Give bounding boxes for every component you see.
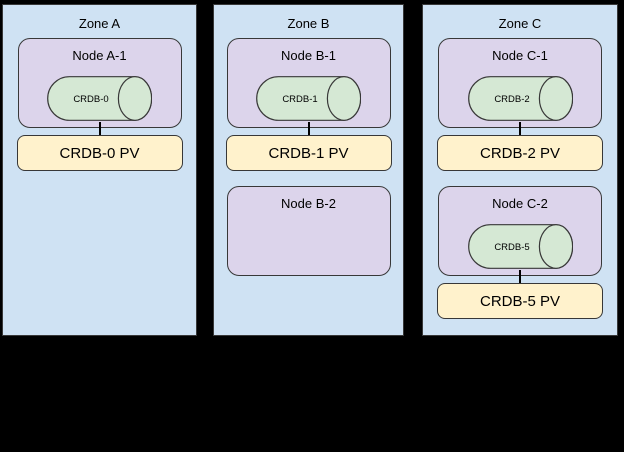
pv-label: CRDB-1 PV [268, 144, 349, 162]
connector-line [307, 122, 310, 135]
node-b-2: Node B-2 [226, 186, 391, 276]
node-b-1: Node B-1 CRDB-1 [226, 38, 391, 128]
node-a-1: Node A-1 CRDB-0 [17, 38, 182, 128]
zone-b: Zone B Node B-1 CRDB-1 CRDB-1 PV Node B-… [213, 4, 404, 336]
crdb-0-pv: CRDB-0 PV [16, 135, 183, 171]
connector-line [519, 122, 521, 135]
pv-label: CRDB-2 PV [479, 144, 561, 162]
node-label: Node B-1 [281, 48, 336, 63]
crdb-1-cylinder-icon: CRDB-1 [256, 76, 361, 121]
cylinder-label: CRDB-1 [282, 94, 317, 105]
node-c-2: Node C-2 CRDB-5 [438, 186, 602, 276]
cylinder-label: CRDB-5 [494, 242, 529, 253]
zone-label: Zone A [78, 16, 121, 31]
node-label: Node B-2 [281, 196, 336, 211]
connector-line [519, 270, 521, 283]
cylinder-label: CRDB-2 [494, 94, 529, 105]
zone-a: Zone A Node A-1 CRDB-0 CRDB-0 PV [2, 4, 197, 336]
crdb-0-cylinder-icon: CRDB-0 [47, 76, 152, 121]
crdb-1-pv: CRDB-1 PV [225, 135, 392, 171]
node-label: Node A-1 [72, 48, 127, 63]
connector-line [98, 122, 101, 135]
zone-label: Zone B [287, 16, 330, 31]
cylinder-label: CRDB-0 [73, 94, 108, 105]
node-label: Node C-2 [492, 196, 548, 211]
crdb-5-pv: CRDB-5 PV [437, 283, 603, 319]
pv-label: CRDB-0 PV [59, 144, 140, 162]
crdb-2-pv: CRDB-2 PV [437, 135, 603, 171]
zone-c: Zone C Node C-1 CRDB-2 CRDB-2 PV Node C-… [422, 4, 618, 336]
node-c-1: Node C-1 CRDB-2 [438, 38, 602, 128]
crdb-5-cylinder-icon: CRDB-5 [467, 224, 573, 269]
pv-label: CRDB-5 PV [479, 292, 561, 310]
node-label: Node C-1 [492, 48, 548, 63]
zone-label: Zone C [498, 16, 542, 31]
crdb-2-cylinder-icon: CRDB-2 [467, 76, 573, 121]
